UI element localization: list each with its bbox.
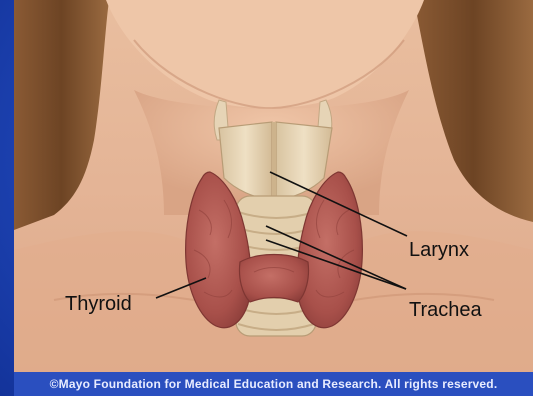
thyroid-isthmus bbox=[239, 255, 308, 303]
trachea-label: Trachea bbox=[409, 300, 482, 320]
thyroid-label: Thyroid bbox=[65, 294, 132, 314]
larynx-label: Larynx bbox=[409, 240, 469, 260]
copyright-credit: ©Mayo Foundation for Medical Education a… bbox=[14, 372, 533, 396]
